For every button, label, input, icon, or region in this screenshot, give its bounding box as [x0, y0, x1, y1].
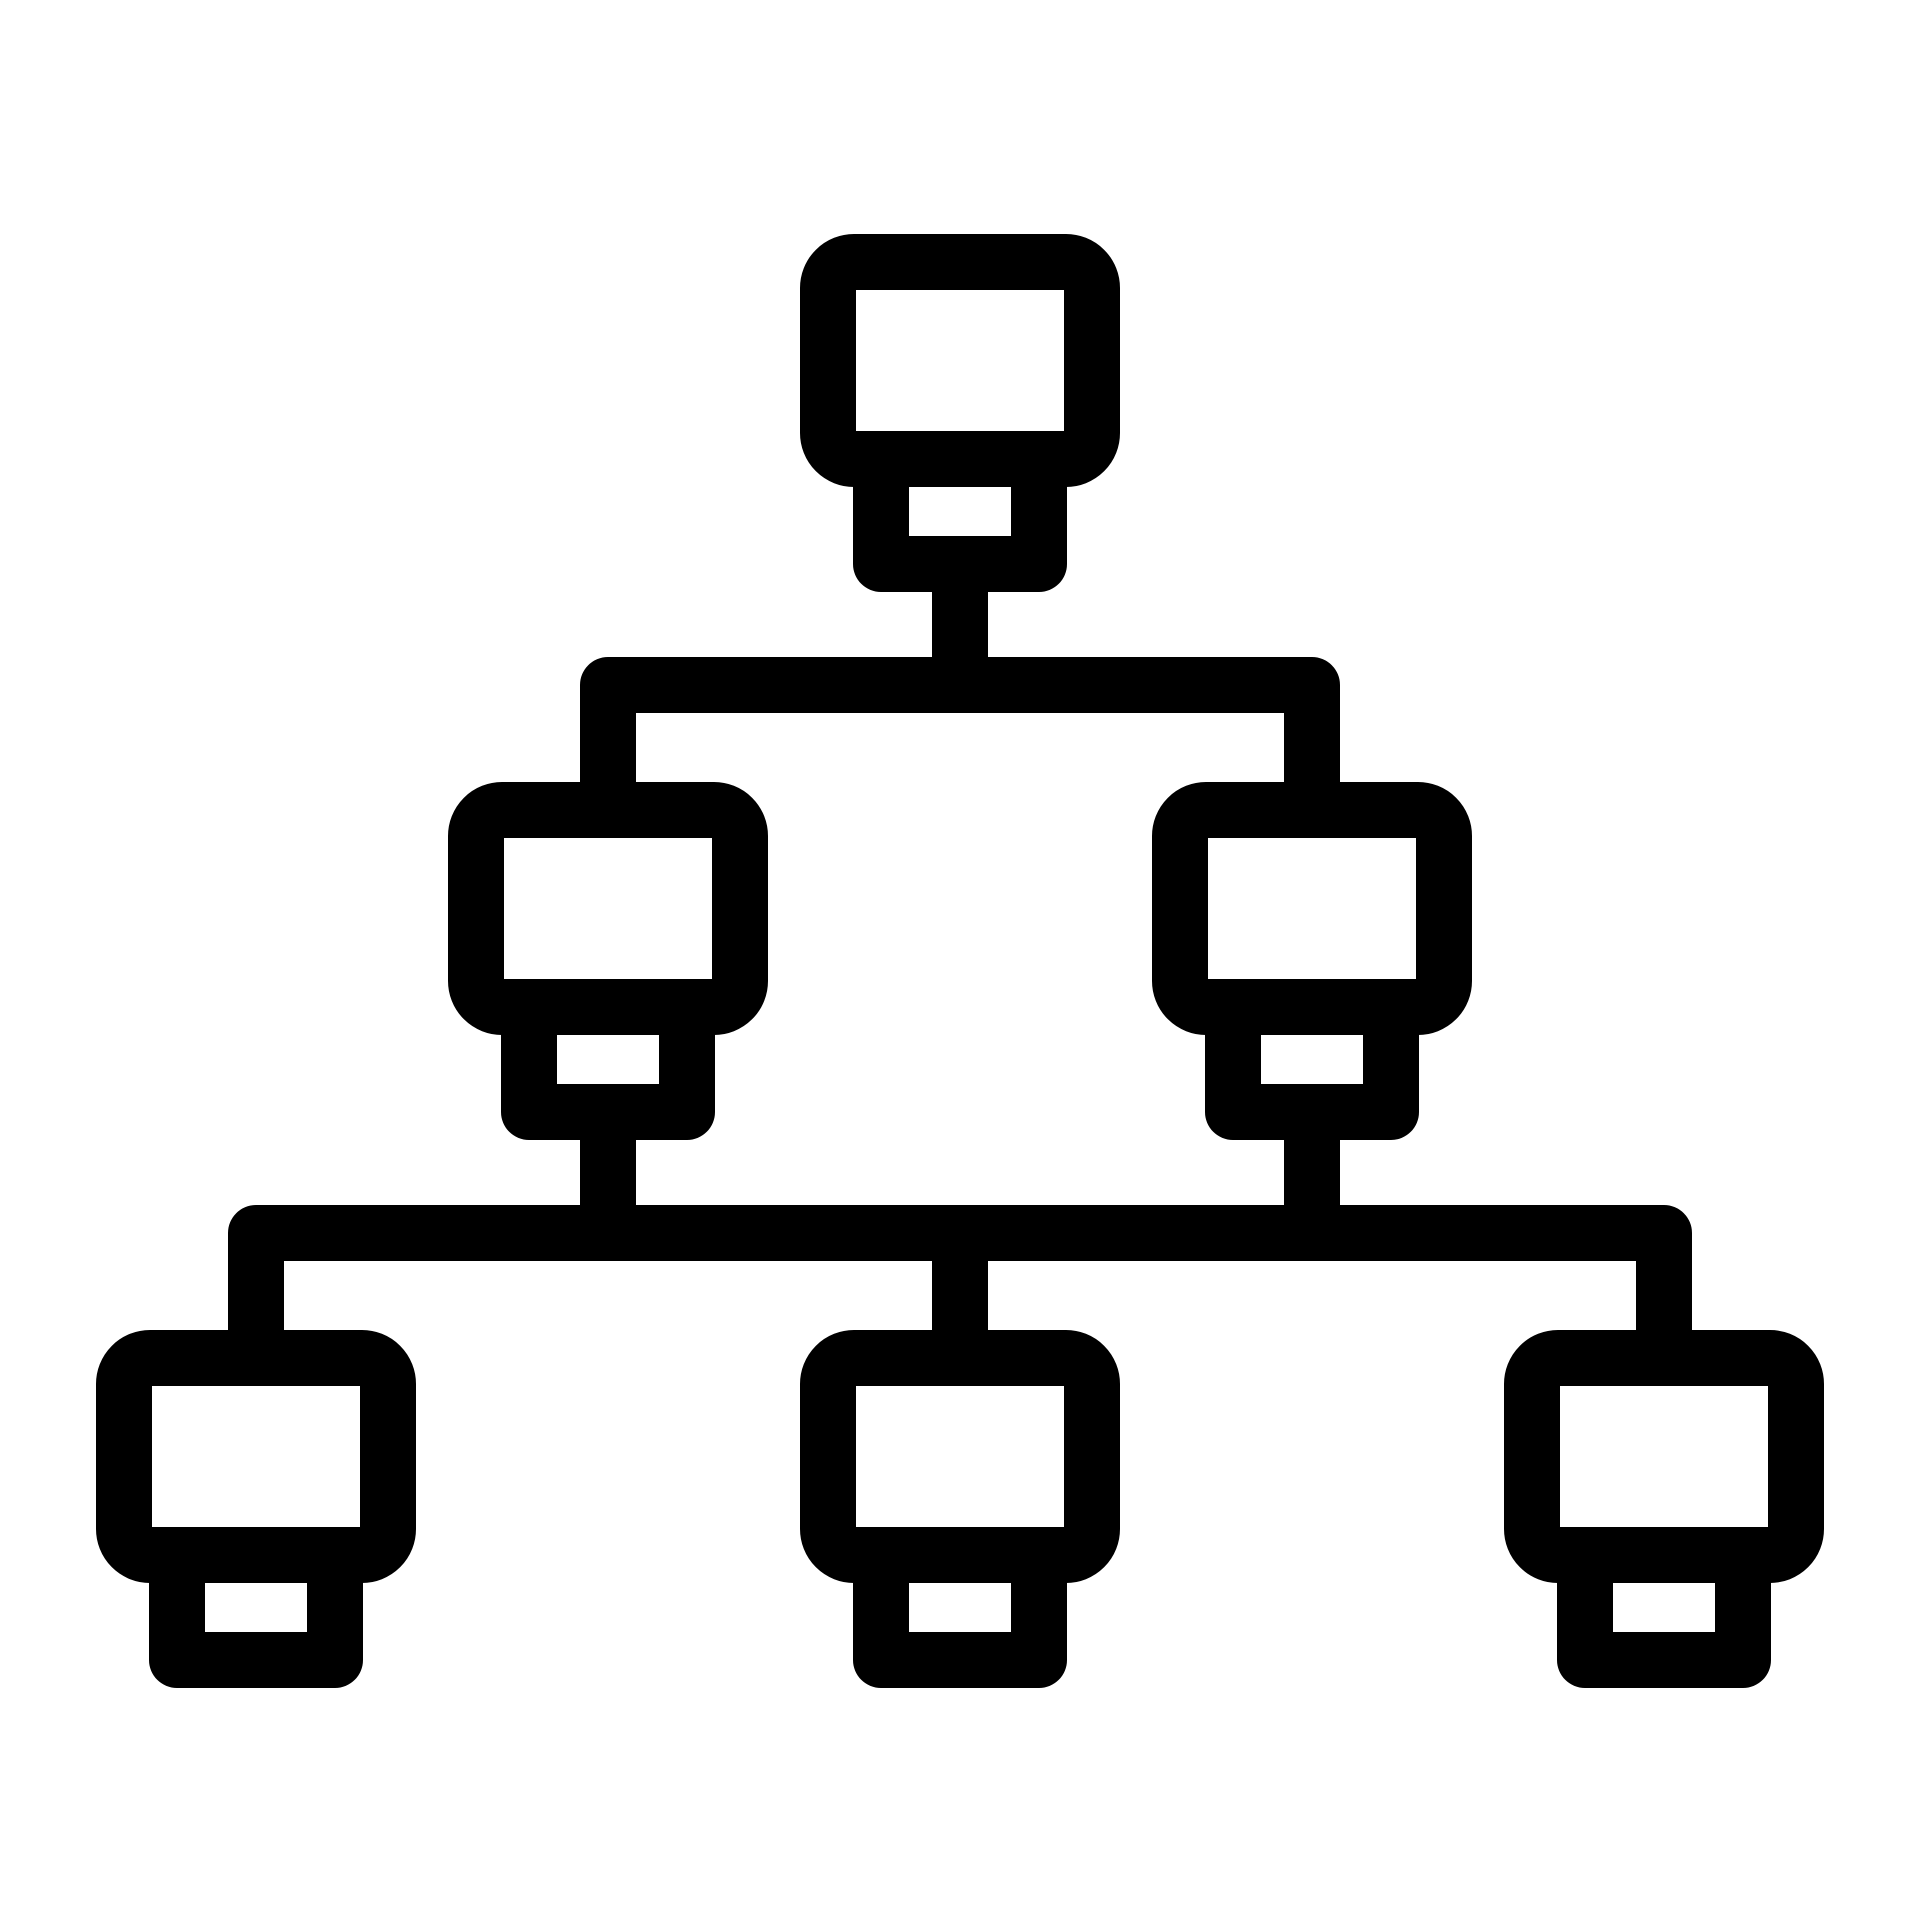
computer-node-level3-1	[96, 1330, 416, 1688]
monitor-screen	[1504, 1330, 1824, 1583]
monitor-base	[853, 1527, 1067, 1688]
computer-node-level1-1	[800, 234, 1120, 592]
computer-node-level2-1	[448, 782, 768, 1140]
monitor-base	[149, 1527, 363, 1688]
computer-node-level2-2	[1152, 782, 1472, 1140]
monitor-base	[853, 431, 1067, 592]
monitor-base	[1205, 979, 1419, 1140]
monitor-screen	[800, 234, 1120, 487]
monitor-screen	[448, 782, 768, 1035]
monitor-screen	[800, 1330, 1120, 1583]
computer-node-level3-2	[800, 1330, 1120, 1688]
computer-nodes	[96, 234, 1824, 1688]
monitor-screen	[1152, 782, 1472, 1035]
monitor-base	[501, 979, 715, 1140]
computer-node-level3-3	[1504, 1330, 1824, 1688]
connector-level2-bus	[580, 657, 1340, 838]
monitor-screen	[96, 1330, 416, 1583]
monitor-base	[1557, 1527, 1771, 1688]
